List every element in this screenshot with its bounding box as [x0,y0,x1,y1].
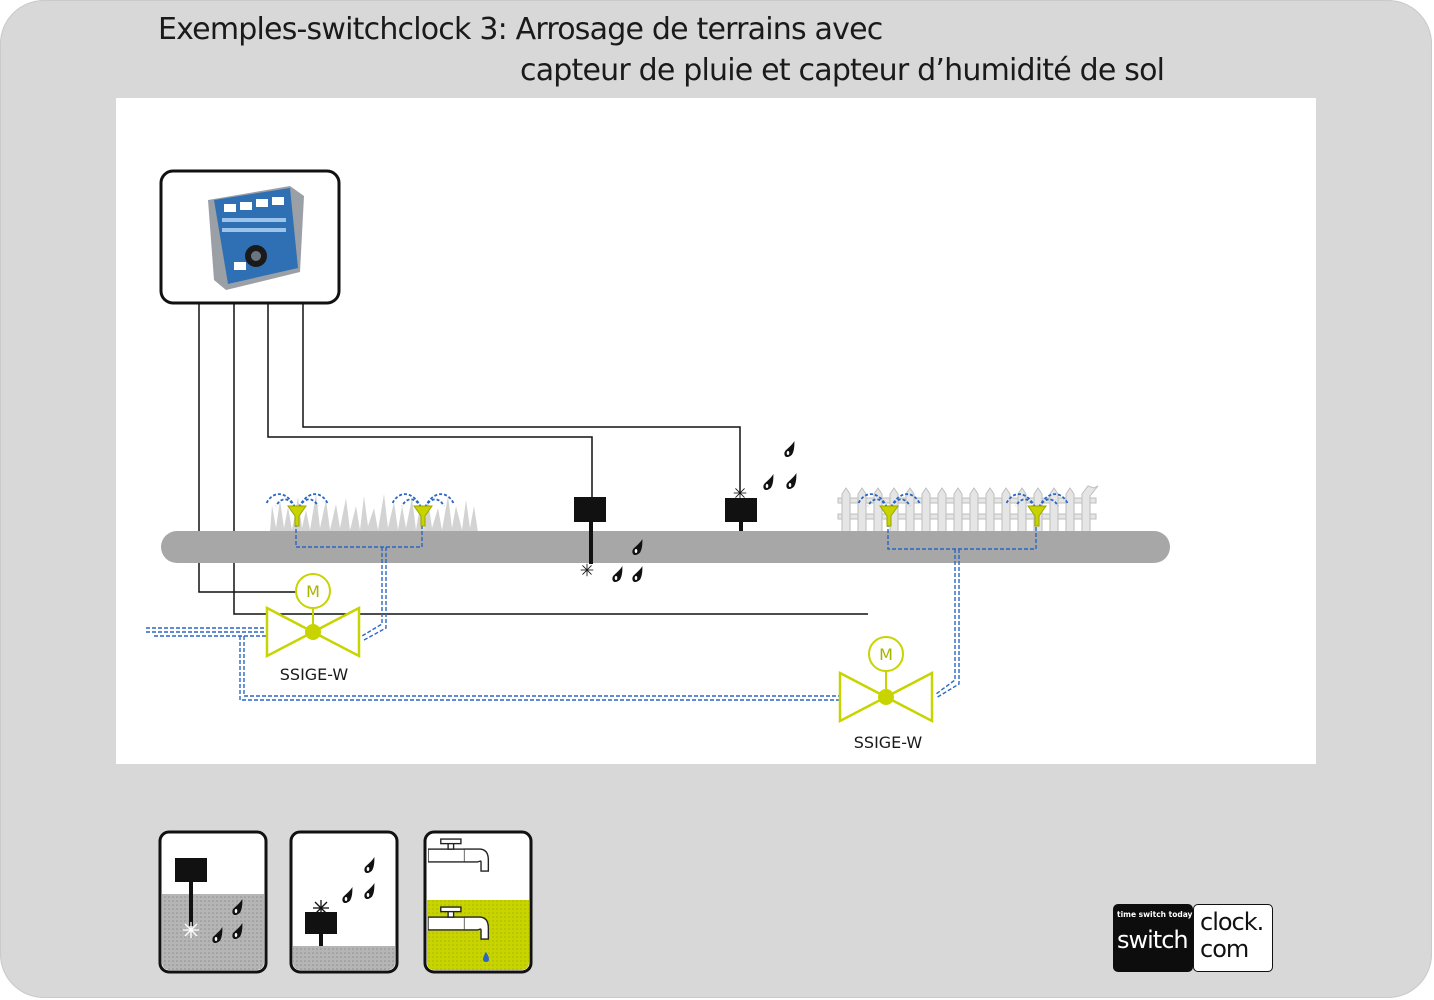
fence [837,485,1099,533]
page-title-line1: Exemples-switchclock 3: Arrosage de terr… [158,12,883,47]
switchclock-logo: time switch today switch clock. com [1113,904,1275,974]
wire-to-left-motor [198,303,296,593]
soil-moisture-sensor [574,497,643,582]
legend-faucet-icon [423,830,533,974]
ground [161,531,1170,563]
water-pipes [146,517,1037,701]
legend-soil-moisture-icon [158,830,268,974]
logo-dark-block: time switch today switch [1113,904,1193,972]
valve-left-label: SSIGE-W [280,665,349,684]
valve-right-label: SSIGE-W [854,733,923,752]
pipe-supply [146,627,840,701]
rain-sensor [725,441,797,531]
logo-light-block: clock. com [1193,904,1273,972]
pipe-left-zone [295,517,423,641]
legend-rain-sensor-icon [289,830,399,974]
wire-common [233,303,868,615]
wire-to-soil-sensor [267,303,593,497]
motor-right-letter: M [879,645,893,664]
valve-right: M SSIGE-W [838,636,934,752]
controller [159,169,341,305]
controller-device-icon [208,186,304,290]
logo-word-com: com [1200,935,1249,963]
logo-word-clock: clock. [1200,908,1264,936]
control-wires [198,303,868,615]
diagram-canvas: M SSIGE-W M SSIGE-W [116,98,1316,764]
lawn-grass [270,494,478,532]
logo-word-switch: switch [1117,926,1189,954]
logo-tagline: time switch today [1117,910,1193,919]
motor-left-letter: M [306,582,320,601]
page-title-line2: capteur de pluie et capteur d’humidité d… [520,53,1165,88]
motor-right-icon [868,636,904,672]
pipe-right-zone [887,517,1037,699]
valve-left: M SSIGE-W [265,573,361,684]
wire-to-rain-sensor [302,303,741,492]
motor-left-icon [295,573,331,609]
